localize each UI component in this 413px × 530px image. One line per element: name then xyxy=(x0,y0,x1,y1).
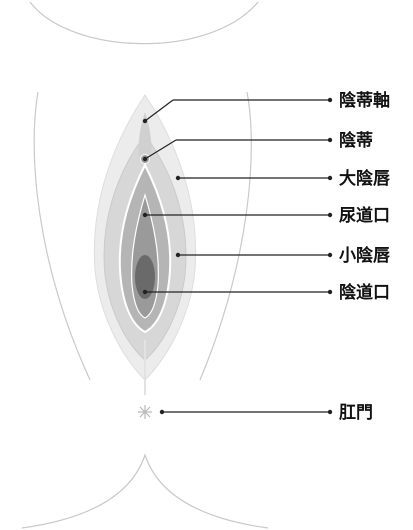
label-vaginal-opening: 陰道口 xyxy=(339,282,390,303)
leader-clitoris-end xyxy=(327,137,333,143)
label-labia-majora: 大陰唇 xyxy=(339,168,391,189)
anus-icon xyxy=(138,405,152,419)
label-anus: 肛門 xyxy=(339,403,373,423)
leader-labia-minora-end xyxy=(327,252,333,258)
leader-anus-dot xyxy=(159,409,165,415)
leader-lines xyxy=(142,97,333,415)
label-labia-minora: 小陰唇 xyxy=(339,245,391,266)
leader-clitoris xyxy=(144,139,177,160)
label-urethral-opening: 尿道口 xyxy=(339,205,390,226)
upper-thigh-contour xyxy=(29,1,259,45)
vaginal-opening-shape xyxy=(135,255,155,299)
leader-labia-majora-dot xyxy=(175,175,181,181)
leader-clitoral-hood-dot xyxy=(142,118,148,124)
label-clitoris: 陰蒂 xyxy=(339,130,373,151)
label-clitoral-hood: 陰蒂軸 xyxy=(339,90,390,111)
leader-anus-end xyxy=(327,409,333,415)
leader-clitoral-hood xyxy=(144,99,174,122)
leader-vaginal-opening-end xyxy=(327,289,333,295)
leader-vaginal-opening-dot xyxy=(142,289,148,295)
leader-labia-minora-dot xyxy=(175,252,181,258)
leader-urethral-opening-dot xyxy=(142,212,148,218)
leader-clitoris-dot xyxy=(142,156,148,162)
leader-labia-majora-end xyxy=(327,175,333,181)
clitoral-hood-shape xyxy=(138,112,152,162)
lower-buttock-contour xyxy=(21,453,269,529)
leader-clitoral-hood-end xyxy=(327,97,333,103)
leader-urethral-opening-end xyxy=(327,212,333,218)
left-thigh-contour xyxy=(33,91,91,381)
right-thigh-contour xyxy=(199,91,252,381)
